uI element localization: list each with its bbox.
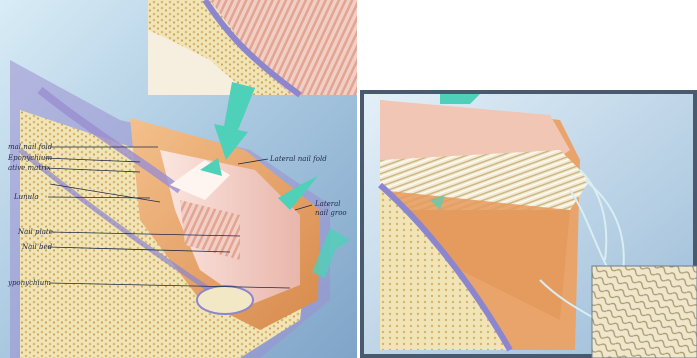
label-lateral-nail-groove-line2: nail groo [315,209,347,217]
label-lunula: Lunula [14,193,39,201]
nail-block [380,100,590,350]
nail-anatomy-illustration: mal nail fold Eponychium ative matrix Lu… [0,0,357,358]
label-germinative-matrix: ative matrix [8,164,51,172]
nail-fiber-artwork [360,90,697,358]
braid-inset [592,266,697,358]
nail-fiber-illustration [360,90,697,358]
magnified-inset-top [148,0,357,95]
nail-anatomy-artwork [0,0,357,358]
label-nail-plate: Nail plate [18,228,53,236]
label-eponychium: Eponychium [8,154,52,162]
label-proximal-nail-fold: mal nail fold [8,143,52,151]
label-lateral-nail-groove-line1: Lateral [315,200,341,208]
label-hyponychium: yponychium [8,279,51,287]
label-nail-bed: Nail bed [22,243,52,251]
label-lateral-nail-fold: Lateral nail fold [270,155,327,163]
